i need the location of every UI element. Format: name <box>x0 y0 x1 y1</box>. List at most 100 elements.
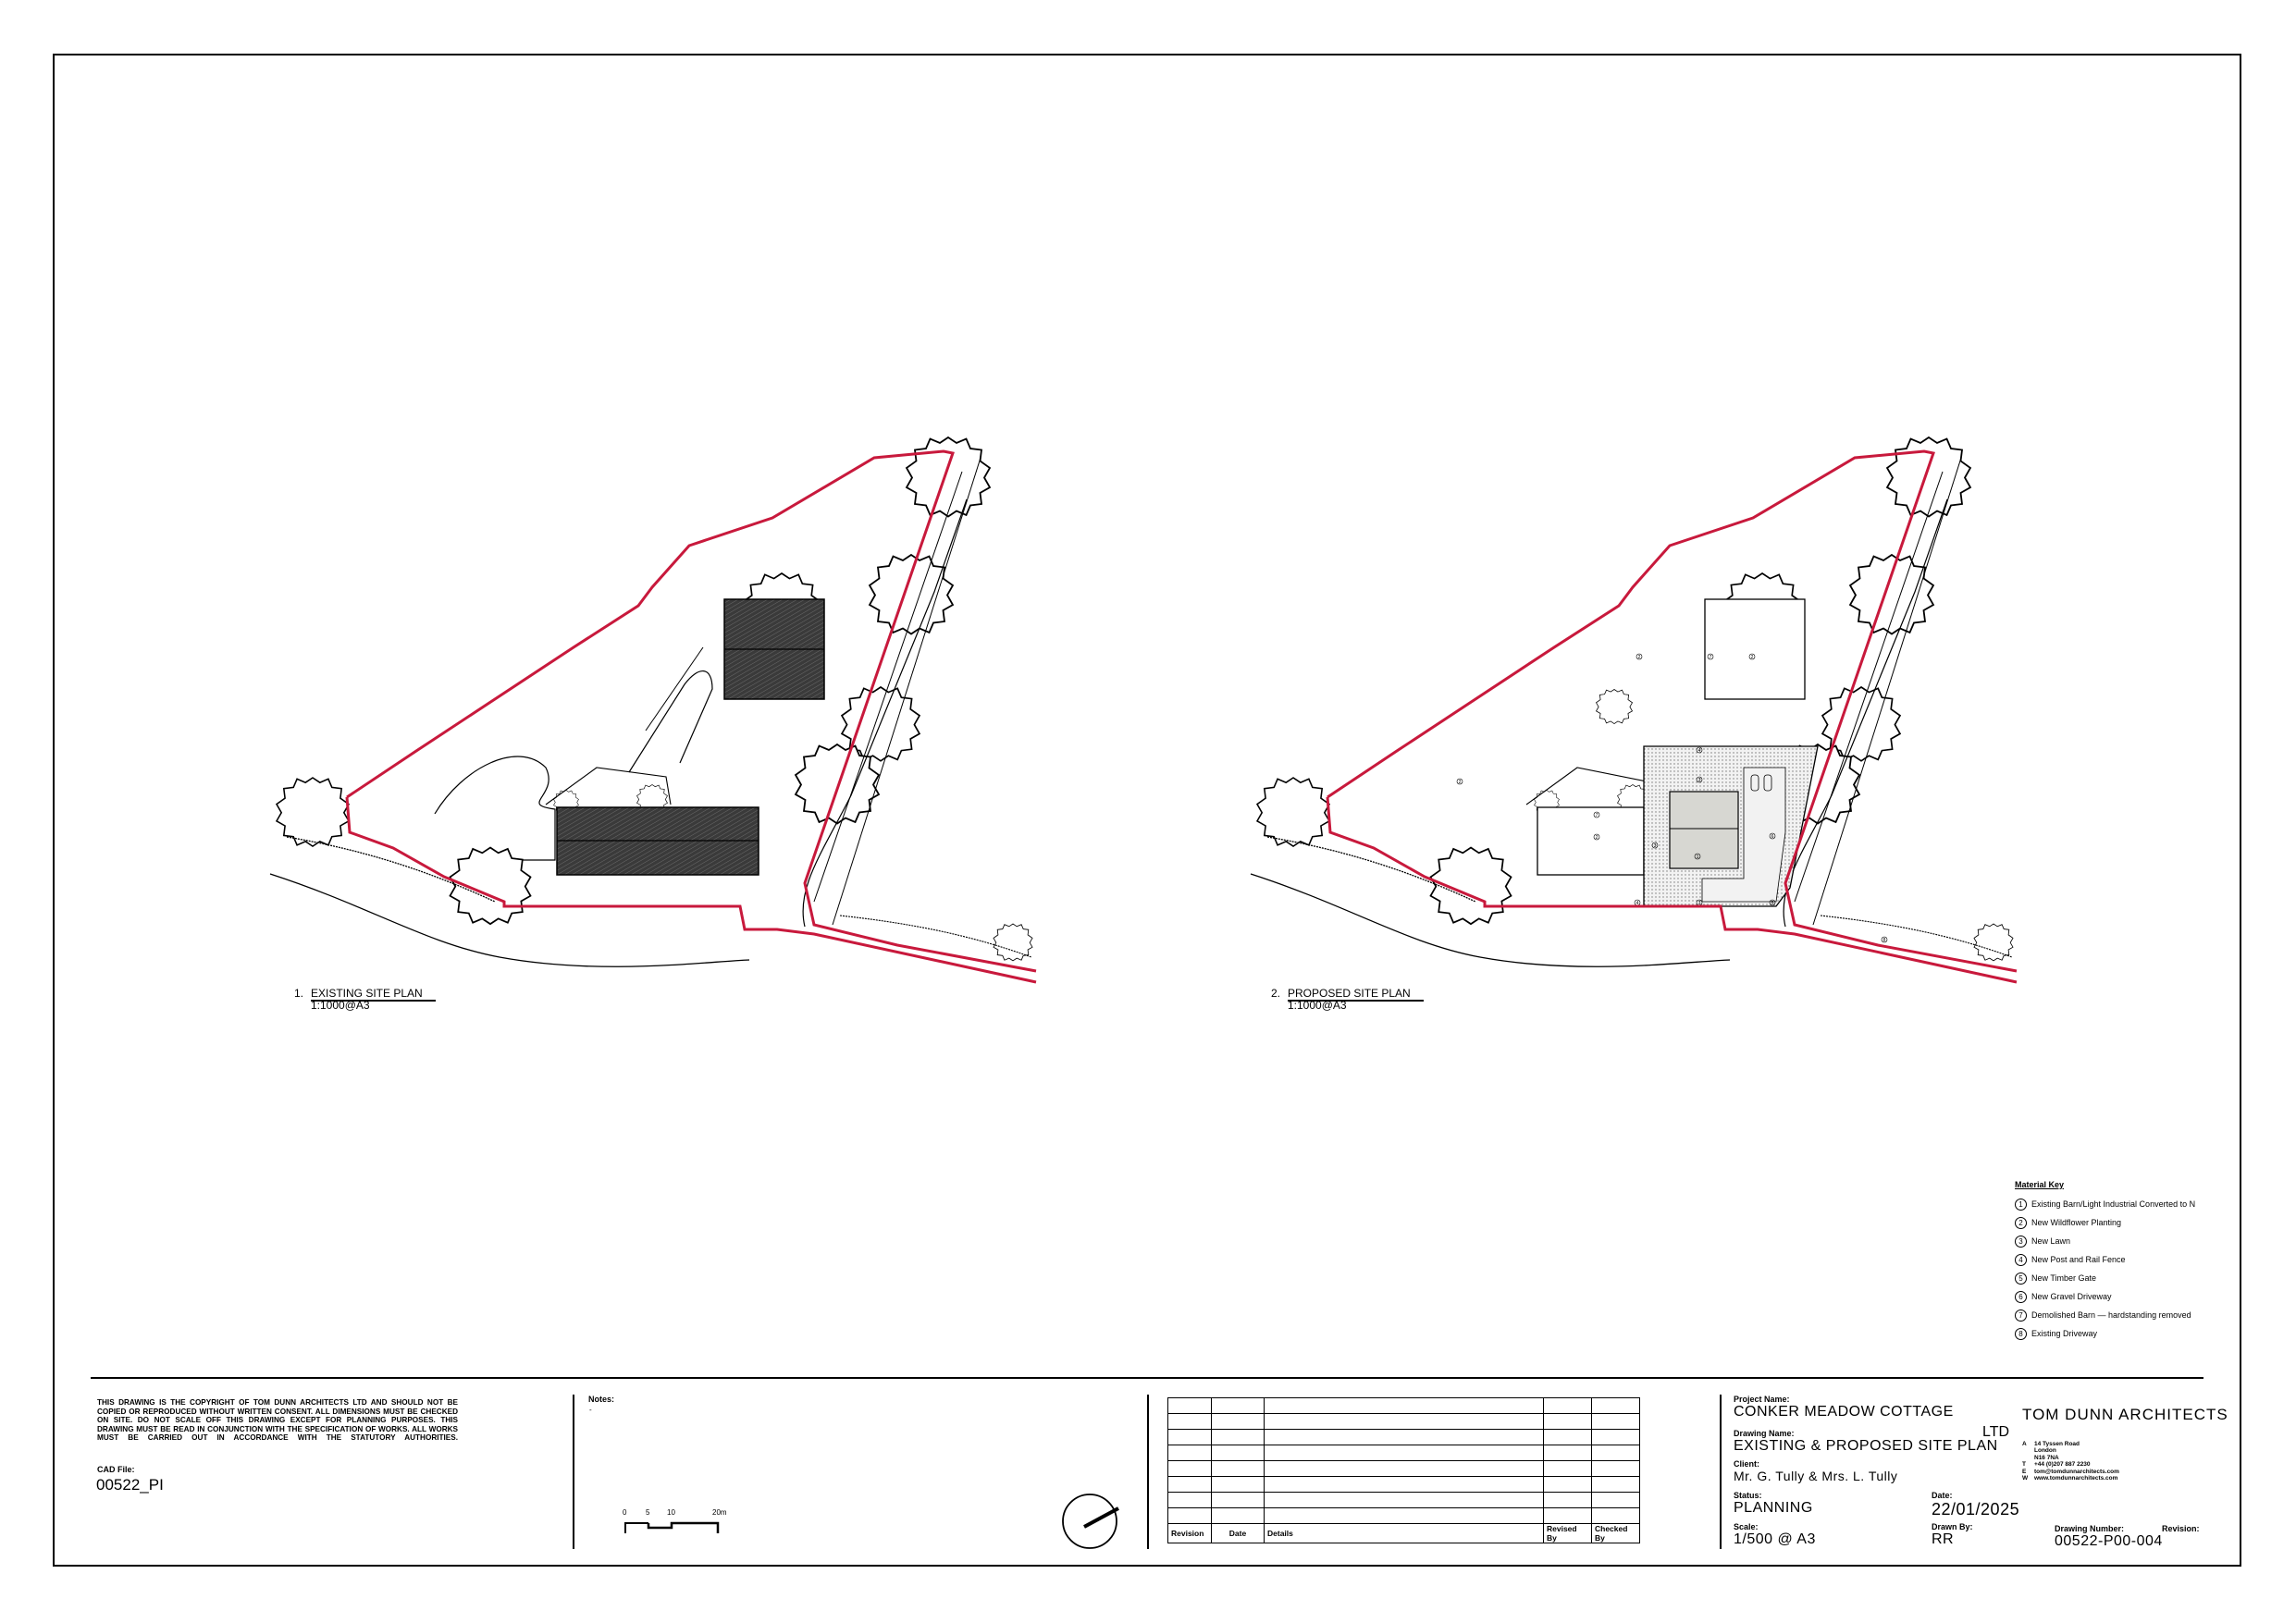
key-marker-7: 7 <box>1707 653 1714 660</box>
table-row <box>1167 1476 1640 1493</box>
notes-label: Notes: <box>588 1395 615 1404</box>
status-value: PLANNING <box>1734 1500 1813 1516</box>
project-name-field: Project Name: CONKER MEADOW COTTAGE <box>1734 1395 1954 1420</box>
existing-plan-title: EXISTING SITE PLAN <box>311 987 436 1002</box>
firm-address: 14 Tyssen Road <box>2034 1441 2080 1447</box>
firm-website: www.tomdunnarchitects.com <box>2034 1475 2118 1482</box>
tree-icon <box>1256 777 1330 847</box>
existing-site-plan <box>269 436 1037 984</box>
key-marker-1: 1 <box>1694 853 1701 860</box>
scale-value: 1/500 @ A3 <box>1734 1531 1816 1547</box>
demolished-barn-south <box>1537 806 1645 876</box>
tree-icon <box>1886 436 1971 518</box>
tree-icon <box>906 436 991 518</box>
col-details: Details <box>1264 1523 1544 1543</box>
key-marker-2: 2 <box>1456 778 1463 785</box>
key-marker-2: 2 <box>1593 833 1600 841</box>
firm-phone: +44 (0)207 887 2230 <box>2034 1461 2091 1469</box>
project-name: CONKER MEADOW COTTAGE <box>1734 1404 1954 1420</box>
table-row <box>1167 1492 1640 1508</box>
table-row <box>1167 1397 1640 1414</box>
scale-bar <box>624 1521 720 1533</box>
drawing-name: EXISTING & PROPOSED SITE PLAN <box>1734 1438 1998 1454</box>
col-revised-by: Revised By <box>1543 1523 1592 1543</box>
table-row <box>1167 1507 1640 1524</box>
svg-text:7: 7 <box>1710 655 1712 660</box>
drawn-by-value: RR <box>1932 1531 1955 1547</box>
svg-text:7: 7 <box>1596 813 1599 818</box>
client-name: Mr. G. Tully & Mrs. L. Tully <box>1734 1469 1898 1483</box>
proposed-plan-scale: 1:1000@A3 <box>1288 999 1347 1012</box>
drawing-number-value: 00522-P00-004 <box>2055 1533 2163 1549</box>
tree-icon <box>1849 554 1934 635</box>
proposed-site-plan: 2 7 2 2 4 3 7 2 3 6 1 4 3 5 8 <box>1250 436 2018 984</box>
svg-text:2: 2 <box>1751 655 1754 660</box>
tree-icon <box>869 554 954 635</box>
tree-icon <box>276 777 350 847</box>
tree-icon <box>993 923 1033 962</box>
tree-icon <box>449 846 532 926</box>
revision-table-header: Revision Date Details Revised By Checked… <box>1167 1523 1640 1543</box>
key-marker-2: 2 <box>1748 653 1756 660</box>
svg-text:3: 3 <box>1698 901 1701 906</box>
proposed-plan-title: PROPOSED SITE PLAN <box>1288 987 1424 1002</box>
demolished-barn-north <box>1704 598 1806 700</box>
proposed-plan-label: 2.PROPOSED SITE PLAN 1:1000@A3 <box>1271 987 1424 1012</box>
svg-text:1: 1 <box>1697 855 1699 860</box>
tree-icon <box>1973 923 2014 962</box>
svg-text:3: 3 <box>1698 778 1701 783</box>
svg-text:5: 5 <box>1771 901 1774 906</box>
copyright-notice: THIS DRAWING IS THE COPYRIGHT OF TOM DUN… <box>97 1398 458 1443</box>
car-icon <box>1750 774 1759 792</box>
table-row <box>1167 1460 1640 1477</box>
tree-icon <box>795 744 880 825</box>
svg-text:2: 2 <box>1459 780 1462 785</box>
drawing-name-field: Drawing Name: EXISTING & PROPOSED SITE P… <box>1734 1429 1998 1454</box>
drawing-number-field: Drawing Number: 00522-P00-004 <box>2055 1524 2163 1549</box>
key-marker-8: 8 <box>1881 936 1888 943</box>
new-gravel-driveway <box>1701 767 1786 903</box>
tree-icon <box>1429 846 1512 926</box>
existing-plan-scale: 1:1000@A3 <box>311 999 370 1012</box>
status-field: Status: PLANNING <box>1734 1491 1813 1516</box>
key-marker-3: 3 <box>1651 842 1659 849</box>
key-marker-2: 2 <box>1636 653 1643 660</box>
table-row <box>1167 1413 1640 1430</box>
cad-file-label: CAD File: <box>97 1465 135 1474</box>
svg-text:2: 2 <box>1596 835 1599 841</box>
key-marker-4: 4 <box>1696 746 1703 754</box>
key-marker-6: 6 <box>1769 832 1776 840</box>
cad-file-value: 00522_PI <box>96 1476 164 1494</box>
drawn-by-field: Drawn By: RR <box>1932 1522 1973 1547</box>
car-icon <box>1763 774 1772 792</box>
scale-field: Scale: 1/500 @ A3 <box>1734 1522 1816 1547</box>
key-marker-5: 5 <box>1769 899 1776 906</box>
svg-text:4: 4 <box>1698 748 1701 754</box>
table-row <box>1167 1429 1640 1445</box>
title-block-divider <box>91 1377 2203 1379</box>
col-checked-by: Checked By <box>1591 1523 1640 1543</box>
firm-email: tom@tomdunnarchitects.com <box>2034 1468 2119 1475</box>
revision-table: Revision Date Details Revised By Checked… <box>1167 1397 1640 1543</box>
svg-text:4: 4 <box>1636 901 1639 906</box>
firm-name: TOM DUNN ARCHITECTS <box>2022 1406 2228 1423</box>
col-date: Date <box>1211 1523 1265 1543</box>
material-key-heading: Material Key <box>2015 1180 2065 1189</box>
svg-text:2: 2 <box>1638 655 1641 660</box>
notes-body: - <box>589 1406 592 1414</box>
key-marker-3: 3 <box>1696 776 1703 783</box>
svg-text:3: 3 <box>1654 843 1657 849</box>
svg-text:6: 6 <box>1771 834 1774 840</box>
revision-field: Revision: <box>2162 1524 2200 1533</box>
tree-icon <box>1596 689 1633 724</box>
